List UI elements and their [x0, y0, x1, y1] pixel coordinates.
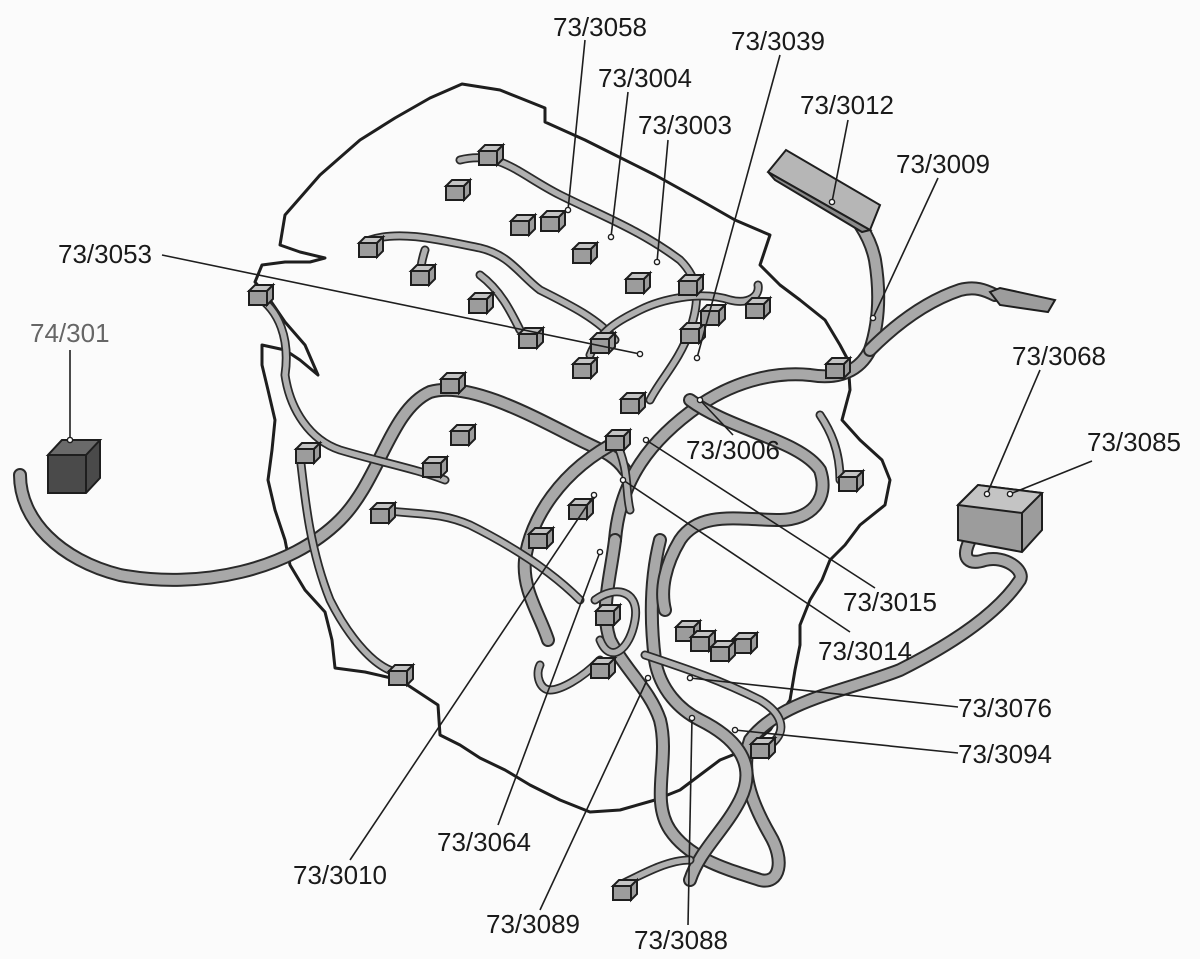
connector-plug	[368, 500, 398, 526]
connector-plug	[588, 330, 618, 356]
leader-line-73-3039	[696, 54, 781, 359]
part-label-73-3085: 73/3085	[1087, 427, 1181, 457]
part-label-73-3039: 73/3039	[731, 26, 825, 56]
part-label-73-3006: 73/3006	[686, 435, 780, 465]
leader-dot-74-301	[66, 436, 74, 444]
leader-line-73-3064	[497, 551, 601, 826]
leader-dot-73-3088	[688, 714, 696, 722]
leader-dot-73-3004	[607, 233, 615, 241]
connector-plug	[476, 142, 506, 168]
leader-dot-73-3010	[590, 491, 598, 499]
connectors	[246, 142, 866, 903]
connector-plug	[570, 355, 600, 381]
leader-line-73-3094	[734, 729, 959, 754]
leader-dot-73-3089	[644, 674, 652, 682]
leader-dot-73-3015	[642, 436, 650, 444]
leader-dot-73-3076	[686, 674, 694, 682]
connector-plug	[448, 422, 478, 448]
part-label-73-3015: 73/3015	[843, 587, 937, 617]
connector-plug	[466, 290, 496, 316]
part-label-73-3064: 73/3064	[437, 827, 531, 857]
connector-plug	[836, 468, 866, 494]
connector-plug	[593, 602, 623, 628]
connector-plug	[566, 496, 596, 522]
leader-line-73-3058	[567, 39, 586, 211]
control-box	[955, 483, 1045, 554]
leader-dot-73-3053	[636, 350, 644, 358]
leader-line-73-3085	[1009, 460, 1093, 495]
part-label-73-3094: 73/3094	[958, 739, 1052, 769]
connector-plug	[293, 440, 323, 466]
connector-plug	[823, 355, 853, 381]
leader-line-73-3006	[699, 399, 734, 436]
connector-plug	[246, 282, 276, 308]
leader-line-73-3014	[622, 479, 851, 633]
part-label-73-3088: 73/3088	[634, 925, 728, 955]
part-label-73-3089: 73/3089	[486, 909, 580, 939]
part-label-73-3004: 73/3004	[598, 63, 692, 93]
leader-line-73-3089	[539, 677, 649, 911]
leader-dot-73-3068	[983, 490, 991, 498]
leader-dot-73-3039	[693, 354, 701, 362]
connector-plug	[708, 638, 738, 664]
leader-lines	[66, 39, 1093, 926]
part-label-73-3053: 73/3053	[58, 239, 152, 269]
leader-line-73-3068	[986, 369, 1041, 495]
connector-plug	[420, 454, 450, 480]
part-label-73-3010: 73/3010	[293, 860, 387, 890]
connector-plug	[570, 240, 600, 266]
connector-plug	[743, 295, 773, 321]
mounting-bracket	[766, 148, 1057, 314]
part-label-73-3014: 73/3014	[818, 636, 912, 666]
leader-dot-73-3009	[869, 314, 877, 322]
leader-dot-73-3012	[828, 198, 836, 206]
connector-plug	[538, 208, 568, 234]
connector-plug	[603, 427, 633, 453]
connector-plug	[438, 370, 468, 396]
connector-plug	[508, 212, 538, 238]
part-label-73-3009: 73/3009	[896, 149, 990, 179]
connector-plug	[443, 177, 473, 203]
connector-plug	[610, 877, 640, 903]
connector-plug	[618, 390, 648, 416]
leader-dot-73-3014	[619, 476, 627, 484]
connector-plug	[730, 630, 760, 656]
part-label-74-301: 74/301	[30, 318, 110, 348]
module-74-301	[45, 439, 103, 494]
engine-outline	[253, 82, 892, 814]
connector-plug	[408, 262, 438, 288]
leader-line-73-3010	[349, 494, 595, 861]
leader-line-73-3088	[687, 717, 693, 926]
leader-line-73-3004	[610, 91, 629, 238]
leader-dot-73-3003	[653, 258, 661, 266]
connector-plug	[386, 662, 416, 688]
part-label-73-3003: 73/3003	[638, 110, 732, 140]
connector-plug	[526, 525, 556, 551]
connector-plug	[588, 655, 618, 681]
connector-plug	[356, 234, 386, 260]
top-branches	[250, 153, 845, 890]
part-label-73-3012: 73/3012	[800, 90, 894, 120]
connector-plug	[676, 272, 706, 298]
leader-line-73-3015	[645, 439, 876, 589]
leader-line-73-3003	[656, 139, 669, 263]
leader-line-73-3076	[689, 677, 959, 708]
part-label-73-3068: 73/3068	[1012, 341, 1106, 371]
connector-plug	[698, 302, 728, 328]
leader-dot-73-3064	[596, 548, 604, 556]
leader-line-73-3012	[831, 119, 849, 203]
part-label-73-3058: 73/3058	[553, 12, 647, 42]
connector-plug	[748, 735, 778, 761]
leader-dot-73-3006	[696, 396, 704, 404]
leader-dot-73-3058	[564, 206, 572, 214]
connector-plug	[623, 270, 653, 296]
leader-dot-73-3094	[731, 726, 739, 734]
leader-dot-73-3085	[1006, 490, 1014, 498]
part-label-73-3076: 73/3076	[958, 693, 1052, 723]
leader-line-73-3009	[872, 177, 939, 319]
connector-plug	[688, 628, 718, 654]
leader-line-73-3053	[161, 254, 641, 355]
